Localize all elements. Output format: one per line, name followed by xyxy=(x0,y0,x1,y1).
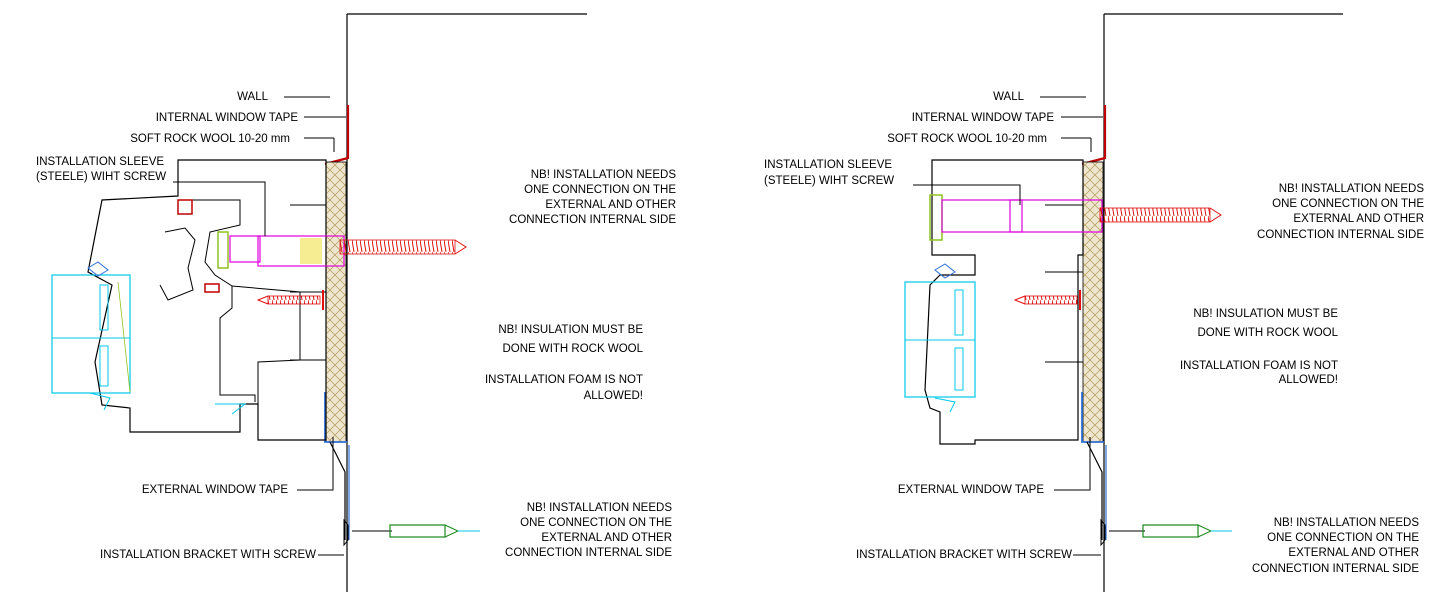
window-frame-profile xyxy=(924,159,1084,445)
note-connection-bottom-1: NB! INSTALLATION NEEDS xyxy=(527,502,673,514)
detail-1: WALL INTERNAL WINDOW TAPE SOFT ROCK WOOL… xyxy=(36,13,677,592)
external-window-tape xyxy=(324,392,347,443)
leader-lines xyxy=(913,96,1103,556)
label-internal-tape: INTERNAL WINDOW TAPE xyxy=(156,112,299,124)
label-rock-wool: SOFT ROCK WOOL 10-20 mm xyxy=(130,133,290,145)
note-connection-top-4: CONNECTION INTERNAL SIDE xyxy=(1257,229,1424,241)
internal-window-tape xyxy=(324,105,350,166)
note-connection-top-2: ONE CONNECTION ON THE xyxy=(524,184,676,196)
note-connection-bottom-1: NB! INSTALLATION NEEDS xyxy=(1274,517,1420,529)
label-sleeve-line-2: (STEELE) WIHT SCREW xyxy=(36,171,166,183)
note-foam-1: INSTALLATION FOAM IS NOT xyxy=(1180,360,1338,372)
note-connection-bottom-2: ONE CONNECTION ON THE xyxy=(520,517,672,529)
note-connection-top-1: NB! INSTALLATION NEEDS xyxy=(531,169,677,181)
leader-lines xyxy=(173,96,346,556)
external-tape-sill xyxy=(1086,441,1103,540)
rock-wool-insulation xyxy=(325,161,347,443)
label-external-tape: EXTERNAL WINDOW TAPE xyxy=(142,484,288,496)
note-foam-1: INSTALLATION FOAM IS NOT xyxy=(485,374,643,386)
installation-sleeve-screw xyxy=(217,231,467,269)
label-wall: WALL xyxy=(237,91,268,103)
external-window-tape xyxy=(1081,392,1104,443)
note-connection-bottom-3: EXTERNAL AND OTHER xyxy=(541,532,672,544)
note-connection-top-3: EXTERNAL AND OTHER xyxy=(545,199,676,211)
installation-bracket-screw xyxy=(1100,518,1232,547)
label-sleeve-line-2: (STEELE) WIHT SCREW xyxy=(764,175,894,187)
label-rock-wool: SOFT ROCK WOOL 10-20 mm xyxy=(887,133,1047,145)
label-sleeve-line-1: INSTALLATION SLEEVE xyxy=(36,156,164,168)
frame-anchor-screw xyxy=(1013,290,1081,310)
glazing-unit xyxy=(51,261,247,415)
note-foam-2: ALLOWED! xyxy=(1279,374,1338,386)
gasket-bottom xyxy=(204,283,220,293)
glazing-unit xyxy=(904,263,976,413)
label-bracket: INSTALLATION BRACKET WITH SCREW xyxy=(100,549,316,561)
note-connection-top-3: EXTERNAL AND OTHER xyxy=(1293,213,1424,225)
note-insulation-1: NB! INSULATION MUST BE xyxy=(498,324,643,336)
note-foam-2: ALLOWED! xyxy=(584,390,643,402)
external-tape-sill xyxy=(329,441,346,540)
note-insulation-2: DONE WITH ROCK WOOL xyxy=(502,343,643,355)
note-connection-top-1: NB! INSTALLATION NEEDS xyxy=(1279,183,1425,195)
label-bracket: INSTALLATION BRACKET WITH SCREW xyxy=(856,549,1072,561)
note-insulation-1: NB! INSULATION MUST BE xyxy=(1193,308,1338,320)
label-wall: WALL xyxy=(993,91,1024,103)
wall-face xyxy=(1103,13,1343,592)
gasket-top xyxy=(177,199,193,215)
internal-window-tape xyxy=(1081,105,1107,166)
frame-anchor-screw xyxy=(256,290,324,310)
note-connection-bottom-4: CONNECTION INTERNAL SIDE xyxy=(1252,563,1419,575)
note-insulation-2: DONE WITH ROCK WOOL xyxy=(1197,327,1338,339)
installation-bracket-screw xyxy=(343,518,480,547)
note-connection-bottom-2: ONE CONNECTION ON THE xyxy=(1267,532,1419,544)
label-sleeve-line-1: INSTALLATION SLEEVE xyxy=(764,159,892,171)
label-external-tape: EXTERNAL WINDOW TAPE xyxy=(898,484,1044,496)
rock-wool-insulation xyxy=(1082,161,1104,443)
note-connection-bottom-4: CONNECTION INTERNAL SIDE xyxy=(505,547,672,559)
note-connection-top-4: CONNECTION INTERNAL SIDE xyxy=(509,214,676,226)
window-frame-profile xyxy=(87,159,327,441)
note-connection-bottom-3: EXTERNAL AND OTHER xyxy=(1288,547,1419,559)
installation-sleeve-screw xyxy=(929,194,1222,241)
detail-2: WALL INTERNAL WINDOW TAPE SOFT ROCK WOOL… xyxy=(764,13,1425,592)
label-internal-tape: INTERNAL WINDOW TAPE xyxy=(912,112,1055,124)
note-connection-top-2: ONE CONNECTION ON THE xyxy=(1272,198,1424,210)
